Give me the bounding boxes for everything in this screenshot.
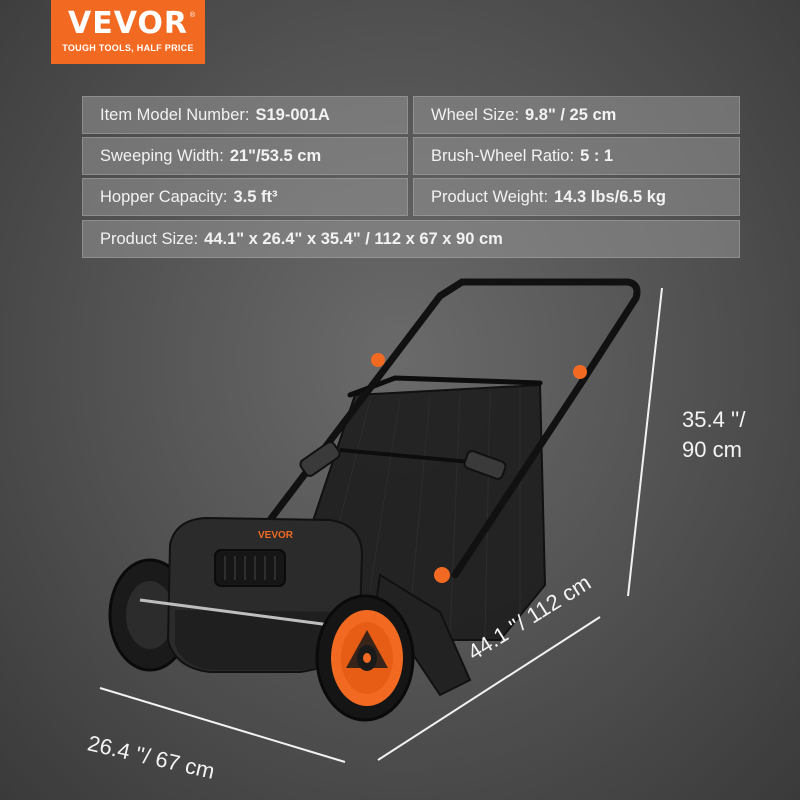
sweeper-body: VEVOR: [139, 516, 364, 673]
width-dimension-line: [99, 687, 346, 763]
spec-label: Wheel Size:: [431, 105, 520, 124]
spec-product-size: Product Size: 44.1" x 26.4" x 35.4" / 11…: [82, 220, 740, 258]
spec-value: 21"/53.5 cm: [229, 146, 322, 165]
spec-product-weight: Product Weight: 14.3 lbs/6.5 kg: [413, 178, 740, 216]
push-handle: [266, 278, 641, 579]
spec-model-number: Item Model Number: S19-001A: [82, 96, 408, 134]
front-wheel: [315, 594, 415, 722]
body-vent-icon: [214, 549, 286, 587]
spec-label: Brush-Wheel Ratio:: [431, 146, 575, 165]
length-dimension-line: [377, 616, 601, 761]
height-dimension-line: [627, 287, 663, 597]
handle-clamp-left-icon: [371, 353, 385, 367]
spec-label: Hopper Capacity:: [100, 187, 228, 206]
spec-label: Sweeping Width:: [100, 146, 224, 165]
spec-wheel-size: Wheel Size: 9.8" / 25 cm: [413, 96, 740, 134]
spec-label: Product Size:: [100, 229, 199, 248]
spec-value: 3.5 ft³: [233, 187, 278, 206]
height-dimension-line1: 35.4 ''/: [682, 407, 746, 432]
handle-clamp-right-icon: [573, 365, 587, 379]
brand-name: VEVOR: [67, 6, 188, 41]
brand-tagline: TOUGH TOOLS, HALF PRICE: [62, 43, 194, 53]
spec-label: Product Weight:: [431, 187, 549, 206]
spec-value: S19-001A: [255, 105, 330, 124]
brand-registered: ®: [189, 12, 195, 19]
height-dimension-label: 35.4 ''/ 90 cm: [682, 405, 772, 465]
height-knob-icon: [434, 567, 450, 583]
spec-value: 5 : 1: [580, 146, 614, 165]
spec-sweeping-width: Sweeping Width: 21"/53.5 cm: [82, 137, 408, 175]
spec-brush-wheel-ratio: Brush-Wheel Ratio: 5 : 1: [413, 137, 740, 175]
brand-logo: VEVOR ® TOUGH TOOLS, HALF PRICE: [51, 0, 205, 64]
dimension-lines: [99, 287, 663, 763]
body-brand-label: VEVOR: [258, 530, 294, 541]
spec-label: Item Model Number:: [100, 105, 250, 124]
spec-value: 9.8" / 25 cm: [525, 105, 617, 124]
spec-value: 44.1" x 26.4" x 35.4" / 112 x 67 x 90 cm: [204, 229, 503, 248]
spec-value: 14.3 lbs/6.5 kg: [554, 187, 666, 206]
height-dimension-line2: 90 cm: [682, 437, 742, 462]
spec-hopper-capacity: Hopper Capacity: 3.5 ft³: [82, 178, 408, 216]
